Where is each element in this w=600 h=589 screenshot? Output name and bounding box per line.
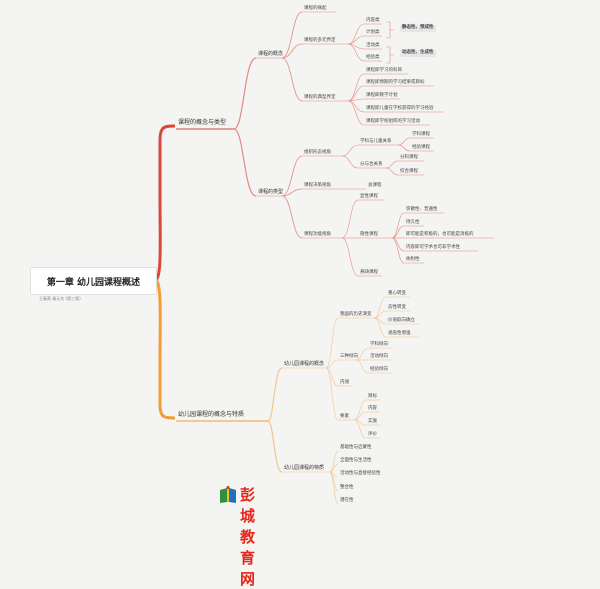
connector-lines [154, 11, 494, 505]
node-history[interactable]: 我国的历史演变 [340, 312, 372, 317]
history-item-1[interactable]: 重心转变 [388, 291, 406, 296]
multi-item-2[interactable]: 计划类 [366, 30, 380, 35]
node-typical[interactable]: 课程的典型界定 [304, 95, 336, 100]
node-split-rel[interactable]: 分与合关系 [360, 162, 383, 167]
node-concept[interactable]: 课程的概念 [258, 51, 284, 57]
trait-item-5[interactable]: 潜在性 [340, 498, 354, 503]
element-item-1[interactable]: 目标 [368, 394, 377, 399]
mind-map-canvas: 第一章 幼儿园课程概述 王春燕 秦元东 (第三版) 课程的概念与类型 课程的概念… [30, 6, 494, 588]
function-explicit[interactable]: 显性课程 [360, 194, 378, 199]
three-item-1[interactable]: 学科倾向 [370, 342, 388, 347]
history-item-2[interactable]: 态性转变 [388, 305, 406, 310]
multi-item-4[interactable]: 经验类 [366, 55, 380, 60]
multi-item-1[interactable]: 内容类 [366, 18, 380, 23]
trunk-red [154, 124, 176, 282]
book-icon [220, 486, 236, 503]
node-types[interactable]: 课程的类型 [258, 189, 284, 195]
node-traits[interactable]: 幼儿园课程的特质 [284, 465, 325, 471]
split-item-2[interactable]: 综合课程 [400, 169, 418, 174]
element-item-3[interactable]: 实施 [368, 419, 377, 424]
subject-item-1[interactable]: 学科课程 [412, 132, 430, 137]
node-three[interactable]: 三种倾向 [340, 354, 358, 359]
hidden-item-5[interactable]: 依附性 [406, 257, 420, 262]
multi-item-3[interactable]: 活动类 [366, 43, 380, 48]
hidden-item-3[interactable]: 即可能是积极的，也可能是消极的 [406, 232, 474, 237]
trait-item-1[interactable]: 基础性与启蒙性 [340, 445, 372, 450]
node-function[interactable]: 课程功能视角 [304, 232, 331, 237]
trait-item-4[interactable]: 整合性 [340, 485, 354, 490]
hidden-item-2[interactable]: 持久性 [406, 220, 420, 225]
trunk-orange [154, 278, 176, 420]
node-subject-rel[interactable]: 学科与儿童关系 [360, 139, 392, 144]
trait-item-3[interactable]: 活动性与直接经验性 [340, 471, 381, 476]
function-null[interactable]: 悬缺课程 [360, 270, 378, 275]
watermark: 彭城教育网 [218, 486, 255, 588]
hidden-item-4[interactable]: 内容即可学术也可非学术性 [406, 245, 460, 250]
function-hidden[interactable]: 隐性课程 [360, 232, 378, 237]
typical-item-3[interactable]: 课程即教学计划 [366, 93, 398, 98]
element-item-4[interactable]: 评价 [368, 432, 377, 437]
typical-item-1[interactable]: 课程即学习的科目 [366, 68, 402, 73]
typical-item-4[interactable]: 课程即儿童在学校获得的学习经验 [366, 106, 434, 111]
node-connotation[interactable]: 内涵 [340, 380, 349, 385]
trait-item-2[interactable]: 全面性与生活性 [340, 458, 372, 463]
node-origin[interactable]: 课程的缘起 [304, 6, 327, 11]
root-subtitle: 王春燕 秦元东 (第三版) [39, 296, 81, 301]
static-label[interactable]: 静态性、预成性 [400, 25, 436, 32]
split-item-1[interactable]: 分科课程 [400, 155, 418, 160]
history-item-4[interactable]: 涵盖性增强 [388, 331, 411, 336]
policy-item[interactable]: 总课程 [368, 183, 382, 188]
watermark-text: 彭城教育网 [240, 486, 256, 588]
node-elements[interactable]: 要素 [340, 414, 349, 419]
typical-item-2[interactable]: 课程即预期的学习结果或目标 [366, 80, 425, 85]
root-title: 第一章 幼儿园课程概述 [46, 278, 141, 288]
typical-item-5[interactable]: 课程即学校组织的学习活动 [366, 119, 420, 124]
node-org[interactable]: 组织形态视角 [304, 150, 331, 155]
root-node[interactable]: 第一章 幼儿园课程概述 王春燕 秦元东 (第三版) [30, 267, 157, 301]
node-policy[interactable]: 课程决策视角 [304, 183, 331, 188]
three-item-2[interactable]: 活动倾向 [370, 354, 388, 359]
branch-a-label[interactable]: 课程的概念与类型 [178, 119, 227, 126]
hidden-item-1[interactable]: 弥散性、普遍性 [406, 207, 438, 212]
branch-b-label[interactable]: 幼儿园课程的概念与特质 [178, 411, 245, 418]
node-multi[interactable]: 课程的多元界定 [304, 38, 336, 43]
element-item-2[interactable]: 内容 [368, 406, 377, 411]
history-item-3[interactable]: 价值取向确立 [388, 318, 415, 323]
node-k-concept[interactable]: 幼儿园课程的概念 [284, 361, 325, 367]
three-item-3[interactable]: 经验倾向 [370, 367, 388, 372]
dynamic-label[interactable]: 动态性、生成性 [400, 50, 436, 57]
subject-item-2[interactable]: 经验课程 [412, 145, 430, 150]
